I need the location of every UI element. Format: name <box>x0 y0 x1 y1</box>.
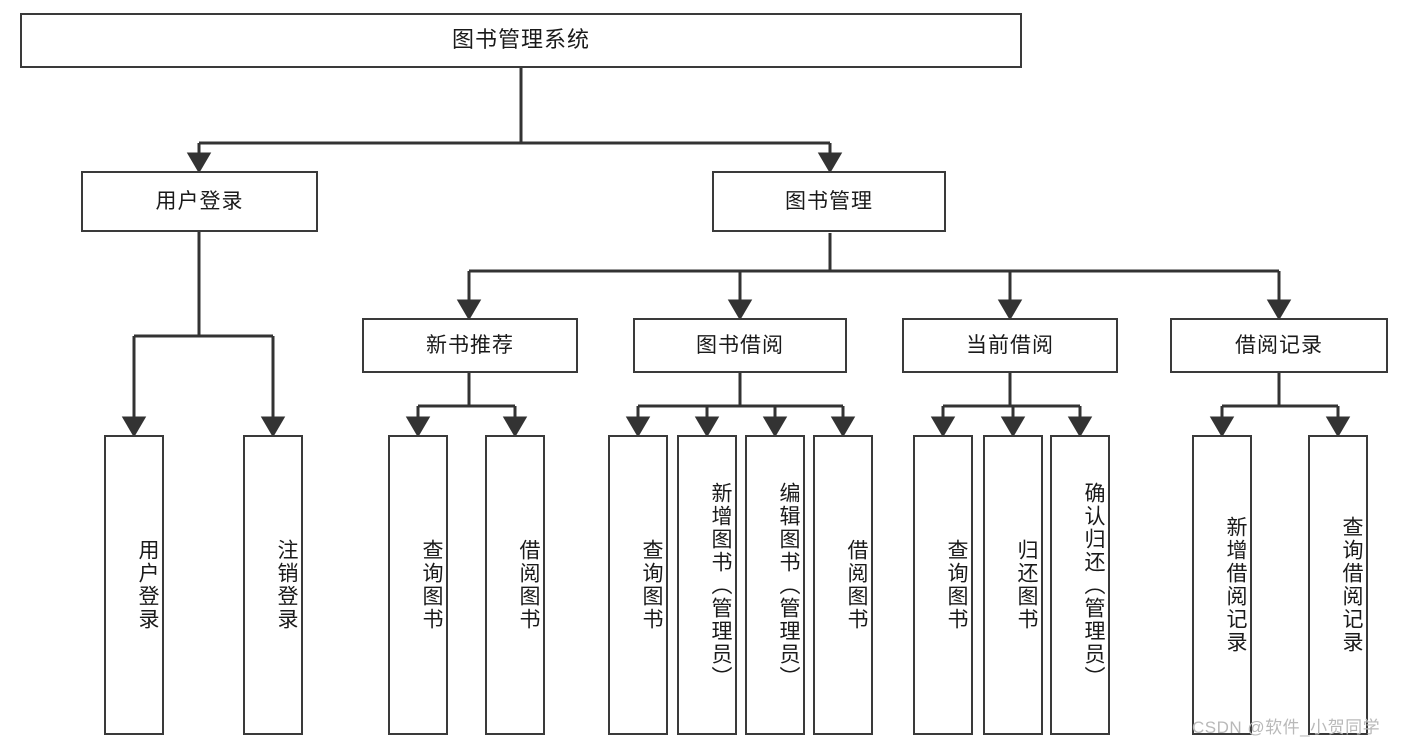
node-leaf-return-book[interactable]: 归还图书 <box>983 435 1043 735</box>
node-current-borrow[interactable]: 当前借阅 <box>902 318 1118 373</box>
node-new-book-rec[interactable]: 新书推荐 <box>362 318 578 373</box>
node-root-label: 图书管理系统 <box>451 27 590 53</box>
node-leaf-query-book-borrow-label: 查询图书 <box>640 539 663 631</box>
node-leaf-confirm-return[interactable]: 确认归还（管理员） <box>1050 435 1110 735</box>
node-borrow-record[interactable]: 借阅记录 <box>1170 318 1388 373</box>
node-leaf-borrow-book[interactable]: 借阅图书 <box>813 435 873 735</box>
node-leaf-user-login[interactable]: 用户登录 <box>104 435 164 735</box>
node-leaf-borrow-book-label: 借阅图书 <box>845 539 868 631</box>
node-current-borrow-label: 当前借阅 <box>966 333 1054 357</box>
node-leaf-query-book-current[interactable]: 查询图书 <box>913 435 973 735</box>
node-leaf-logout[interactable]: 注销登录 <box>243 435 303 735</box>
node-leaf-edit-book-label: 编辑图书（管理员） <box>777 481 800 689</box>
node-leaf-query-record-label: 查询借阅记录 <box>1340 516 1363 654</box>
node-leaf-edit-book[interactable]: 编辑图书（管理员） <box>745 435 805 735</box>
node-leaf-return-book-label: 归还图书 <box>1015 539 1038 631</box>
node-leaf-logout-label: 注销登录 <box>275 539 298 631</box>
node-book-manage[interactable]: 图书管理 <box>712 171 946 232</box>
node-new-book-rec-label: 新书推荐 <box>426 333 514 357</box>
node-borrow-record-label: 借阅记录 <box>1235 333 1323 357</box>
node-leaf-user-login-label: 用户登录 <box>136 539 159 631</box>
node-leaf-borrow-book-rec[interactable]: 借阅图书 <box>485 435 545 735</box>
node-leaf-add-record-label: 新增借阅记录 <box>1224 516 1247 654</box>
node-leaf-add-book[interactable]: 新增图书（管理员） <box>677 435 737 735</box>
node-book-borrow[interactable]: 图书借阅 <box>633 318 847 373</box>
node-leaf-confirm-return-label: 确认归还（管理员） <box>1082 481 1105 689</box>
node-leaf-query-record[interactable]: 查询借阅记录 <box>1308 435 1368 735</box>
node-leaf-borrow-book-rec-label: 借阅图书 <box>517 539 540 631</box>
node-leaf-add-record[interactable]: 新增借阅记录 <box>1192 435 1252 735</box>
node-book-manage-label: 图书管理 <box>785 189 873 213</box>
csdn-watermark: CSDN @软件_小贺同学 <box>1192 718 1381 737</box>
node-leaf-add-book-label: 新增图书（管理员） <box>709 481 732 689</box>
node-user-login[interactable]: 用户登录 <box>81 171 318 232</box>
node-book-borrow-label: 图书借阅 <box>696 333 784 357</box>
node-leaf-query-book-borrow[interactable]: 查询图书 <box>608 435 668 735</box>
node-leaf-query-book-rec-label: 查询图书 <box>420 539 443 631</box>
node-leaf-query-book-rec[interactable]: 查询图书 <box>388 435 448 735</box>
node-root[interactable]: 图书管理系统 <box>20 13 1022 68</box>
node-user-login-label: 用户登录 <box>155 189 244 213</box>
node-leaf-query-book-current-label: 查询图书 <box>945 539 968 631</box>
